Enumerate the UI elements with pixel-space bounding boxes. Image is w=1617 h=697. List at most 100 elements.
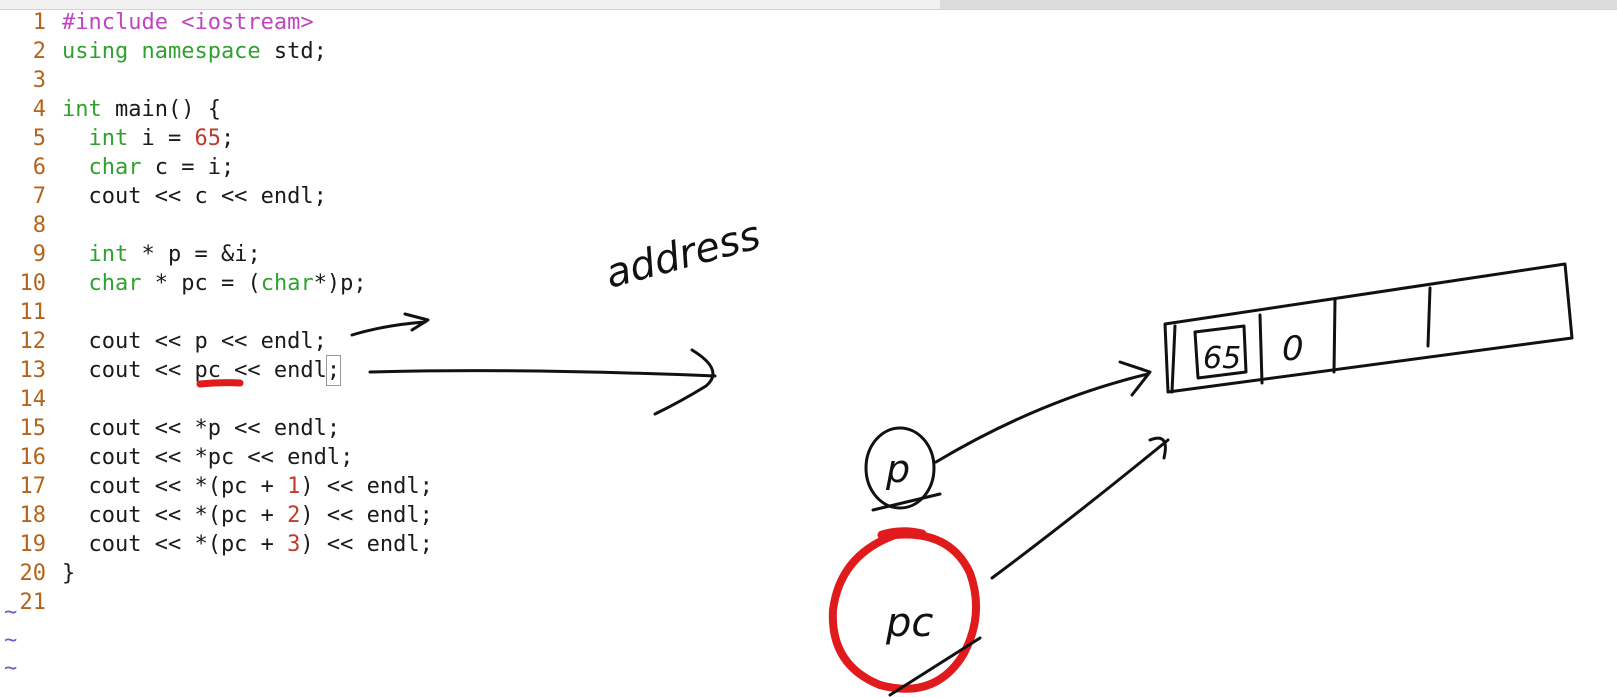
- line-number: 13: [19, 358, 47, 383]
- code-line[interactable]: 19 cout << *(pc + 3) << endl;: [0, 530, 620, 559]
- line-number: 14: [19, 387, 47, 412]
- line-number: 5: [32, 126, 46, 151]
- code-token: c = i;: [141, 155, 235, 180]
- code-token: 65: [194, 126, 221, 151]
- code-token: ) << endl;: [300, 503, 433, 528]
- line-number: 6: [32, 155, 46, 180]
- memory-cell-divider: [1426, 286, 1432, 348]
- code-token: int: [88, 126, 129, 151]
- code-editor[interactable]: 1 #include <iostream> 2 using namespace std…: [0, 8, 620, 617]
- code-token: std;: [260, 39, 327, 64]
- memory-strip-left-tick: [1170, 324, 1177, 394]
- line-number: 15: [19, 416, 47, 441]
- code-token: cout << *p << endl;: [62, 416, 341, 441]
- code-token: cout << *(pc +: [62, 532, 288, 557]
- line-number: 18: [19, 503, 47, 528]
- code-line[interactable]: 1 #include <iostream>: [0, 8, 620, 37]
- line-number: 8: [32, 213, 46, 238]
- code-line[interactable]: 11: [0, 298, 620, 327]
- handwritten-address-label: address: [601, 212, 766, 297]
- line-number: 3: [32, 68, 46, 93]
- memory-cell-value-0: 0: [1282, 329, 1304, 369]
- code-line[interactable]: 7 cout << c << endl;: [0, 182, 620, 211]
- code-line[interactable]: 8: [0, 211, 620, 240]
- code-token: 3: [287, 532, 301, 557]
- code-token: int: [62, 97, 102, 122]
- code-token: cout << *(pc +: [62, 503, 288, 528]
- code-token: 1: [287, 474, 301, 499]
- code-line[interactable]: 13 cout << pc << endl;: [0, 355, 620, 386]
- code-line[interactable]: 20}: [0, 559, 620, 588]
- arrow-head-pc: [1148, 436, 1167, 460]
- text-cursor: ;: [325, 355, 342, 386]
- line-number: 21: [19, 590, 47, 615]
- line-number: 17: [19, 474, 47, 499]
- code-token: char: [260, 271, 314, 296]
- line-number: 9: [32, 242, 46, 267]
- code-token: int: [88, 242, 129, 267]
- memory-strip-outline: [1163, 262, 1574, 394]
- code-token: main() {: [101, 97, 221, 122]
- code-line[interactable]: 10 char * pc = (char*)p;: [0, 269, 620, 298]
- code-token: ;: [220, 126, 235, 151]
- pc-highlight-circle: [828, 530, 981, 693]
- memory-cell-divider: [1332, 298, 1337, 374]
- code-token: cout << c << endl;: [62, 184, 327, 209]
- code-token: cout << *pc << endl;: [62, 445, 354, 470]
- code-line[interactable]: 18 cout << *(pc + 2) << endl;: [0, 501, 620, 530]
- line-number: 16: [19, 445, 47, 470]
- code-line[interactable]: 9 int * p = &i;: [0, 240, 620, 269]
- code-token: * pc = (: [141, 271, 261, 296]
- arrow-head-line-12: [403, 312, 430, 332]
- line-number: 12: [19, 329, 47, 354]
- pointer-p-label: p: [885, 447, 910, 491]
- arrow-p-to-memory: [934, 372, 1150, 464]
- pc-bottom-line: [888, 636, 982, 697]
- code-line[interactable]: 3: [0, 66, 620, 95]
- code-line[interactable]: 15 cout << *p << endl;: [0, 414, 620, 443]
- code-token: using namespace: [62, 39, 261, 64]
- pointer-p-circle: [864, 426, 936, 510]
- code-token: char: [88, 155, 142, 180]
- line-number: 19: [19, 532, 47, 557]
- line-number: 10: [19, 271, 47, 296]
- code-line[interactable]: 2 using namespace std;: [0, 37, 620, 66]
- title-bar-left-tab[interactable]: [0, 0, 940, 9]
- line-number: 1: [32, 10, 46, 35]
- empty-line-marker: ~: [4, 600, 18, 625]
- code-line[interactable]: 17 cout << *(pc + 1) << endl;: [0, 472, 620, 501]
- pc-top-red-mark: [877, 527, 927, 540]
- memory-cell-65-box: [1193, 324, 1248, 380]
- empty-line-marker: ~: [4, 628, 18, 653]
- code-token: i =: [128, 126, 195, 151]
- code-token: }: [62, 561, 76, 586]
- line-number: 11: [19, 300, 47, 325]
- pointer-p-base-line: [871, 492, 942, 512]
- code-line[interactable]: 21: [0, 588, 620, 617]
- memory-cell-value-65: 65: [1203, 341, 1241, 376]
- code-token: #include <iostream>: [62, 10, 314, 35]
- window-title-bar: [0, 0, 1617, 10]
- code-line[interactable]: 12 cout << p << endl;: [0, 327, 620, 356]
- line-number: 4: [32, 97, 46, 122]
- pointer-pc-label: pc: [885, 600, 933, 646]
- code-token: *)p;: [313, 271, 367, 296]
- code-token: cout << pc << endl: [62, 358, 327, 383]
- code-line[interactable]: 14: [0, 385, 620, 414]
- code-line[interactable]: 5 int i = 65;: [0, 124, 620, 153]
- memory-cell-divider: [1258, 313, 1264, 385]
- code-token: char: [88, 271, 142, 296]
- code-line[interactable]: 6 char c = i;: [0, 153, 620, 182]
- code-line[interactable]: 16 cout << *pc << endl;: [0, 443, 620, 472]
- code-line[interactable]: 4 int main() {: [0, 95, 620, 124]
- line-number: 2: [32, 39, 46, 64]
- empty-line-marker: ~: [4, 656, 18, 681]
- arrow-from-line-13: [368, 369, 717, 378]
- arrow-pc-to-memory: [990, 438, 1170, 580]
- title-bar-right-tab[interactable]: [940, 0, 1617, 9]
- code-token: ) << endl;: [300, 474, 433, 499]
- code-token: cout << p << endl;: [62, 329, 327, 354]
- code-token: 2: [287, 503, 301, 528]
- code-token: * p = &i;: [128, 242, 261, 267]
